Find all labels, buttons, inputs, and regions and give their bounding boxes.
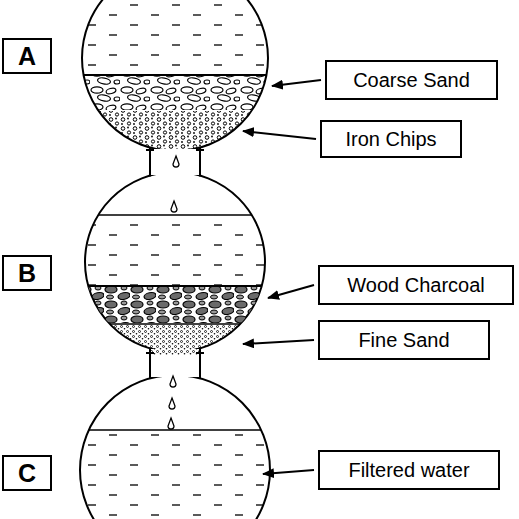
layer-label: Coarse Sand bbox=[325, 60, 498, 100]
stage-letter: B bbox=[2, 255, 52, 291]
layer-label: Iron Chips bbox=[320, 120, 462, 158]
label-text: Iron Chips bbox=[345, 128, 436, 151]
globe-c bbox=[70, 375, 280, 519]
label-text: Filtered water bbox=[348, 459, 469, 482]
layer-label: Wood Charcoal bbox=[318, 265, 514, 305]
globe-a bbox=[70, 0, 280, 153]
label-text: Wood Charcoal bbox=[347, 274, 484, 297]
neck-a-b bbox=[146, 148, 204, 177]
label-text: Fine Sand bbox=[358, 329, 449, 352]
leader-arrows bbox=[243, 80, 321, 474]
label-text: B bbox=[18, 259, 36, 288]
globe-b bbox=[70, 172, 280, 355]
label-text: A bbox=[18, 42, 36, 71]
neck-b-c bbox=[146, 348, 204, 379]
label-text: Coarse Sand bbox=[353, 69, 470, 92]
water-drops bbox=[168, 156, 179, 429]
layer-label: Fine Sand bbox=[318, 320, 490, 360]
label-text: C bbox=[18, 459, 36, 488]
stage-letter: A bbox=[2, 38, 52, 74]
layer-label: Filtered water bbox=[318, 450, 500, 490]
stage-letter: C bbox=[2, 455, 52, 491]
